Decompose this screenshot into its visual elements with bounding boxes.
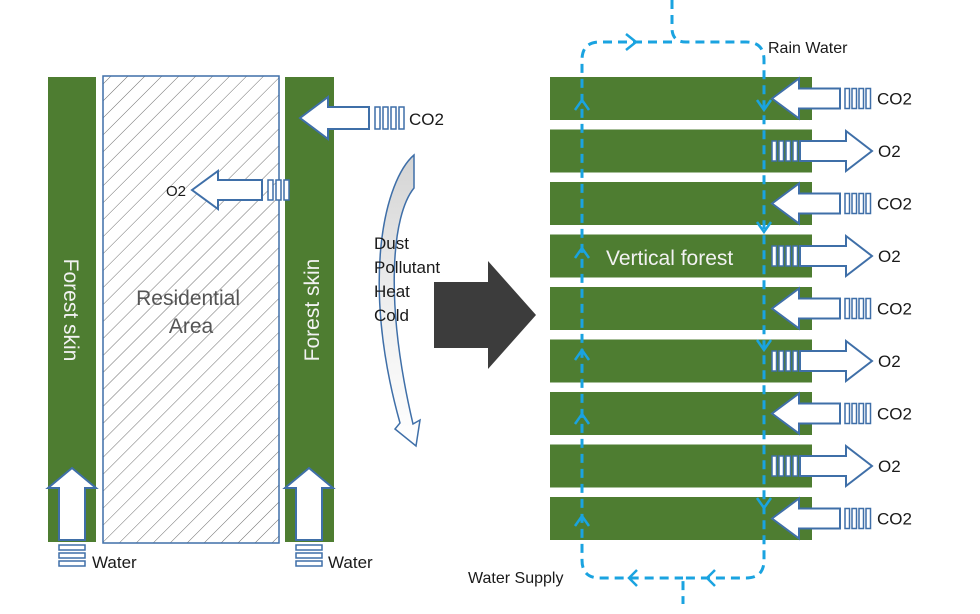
o2-outflow-arrow bbox=[771, 338, 874, 384]
floor-gas-label: CO2 bbox=[877, 510, 912, 529]
floor-slab bbox=[550, 444, 812, 488]
floor-slab bbox=[550, 497, 812, 540]
floor-slab bbox=[550, 392, 812, 435]
floor-gas-label: CO2 bbox=[877, 405, 912, 424]
floor-slab bbox=[550, 77, 812, 120]
deflection-swoosh bbox=[378, 153, 421, 448]
forest-skin-left bbox=[48, 77, 96, 542]
water-label-right: Water bbox=[328, 553, 373, 572]
left-panel: Residential Area Forest skin Forest skin… bbox=[45, 75, 445, 572]
floor-gas-label: O2 bbox=[878, 142, 901, 161]
forest-skin-right-label: Forest skin bbox=[301, 259, 324, 362]
rain-water-label: Rain Water bbox=[768, 40, 848, 57]
co2-inflow-arrow bbox=[770, 76, 872, 121]
o2-outflow-arrow bbox=[771, 128, 874, 174]
water-label-left: Water bbox=[92, 553, 137, 572]
floor-slab bbox=[550, 182, 812, 225]
water-arrow-right bbox=[282, 466, 336, 567]
residential-area-label: Residential Area bbox=[136, 287, 246, 338]
co2-inflow-arrow bbox=[770, 496, 872, 541]
transition-arrow bbox=[434, 261, 536, 369]
o2-label-left: O2 bbox=[166, 183, 186, 200]
floor-gas-label: CO2 bbox=[877, 90, 912, 109]
co2-label-left: CO2 bbox=[409, 110, 444, 129]
water-arrow-left bbox=[45, 466, 99, 567]
floor-slab bbox=[550, 129, 812, 173]
floor-gas-label: O2 bbox=[878, 352, 901, 371]
floor-slabs bbox=[550, 77, 812, 540]
co2-inflow-arrow bbox=[298, 95, 405, 141]
floor-gas-label: CO2 bbox=[877, 300, 912, 319]
water-supply-label: Water Supply bbox=[468, 570, 563, 587]
floor-slab bbox=[550, 234, 812, 278]
effects-label: Dust Pollutant Heat Cold bbox=[374, 234, 445, 325]
floor-slab bbox=[550, 339, 812, 383]
o2-outflow-arrow bbox=[190, 169, 290, 211]
water-flow-chevrons bbox=[573, 33, 773, 587]
floor-gas-label: O2 bbox=[878, 247, 901, 266]
water-circulation-loop bbox=[580, 0, 766, 604]
floor-slab bbox=[550, 287, 812, 330]
residential-area bbox=[102, 75, 280, 544]
o2-outflow-arrow bbox=[771, 443, 874, 489]
o2-outflow-arrow bbox=[771, 233, 874, 279]
vertical-forest-title: Vertical forest bbox=[606, 247, 733, 270]
co2-inflow-arrow bbox=[770, 181, 872, 226]
co2-inflow-arrow bbox=[770, 286, 872, 331]
floor-gas-label: CO2 bbox=[877, 195, 912, 214]
floor-gas-label: O2 bbox=[878, 457, 901, 476]
forest-skin-left-label: Forest skin bbox=[59, 259, 82, 362]
forest-skin-right bbox=[285, 77, 334, 542]
co2-inflow-arrow bbox=[770, 391, 872, 436]
